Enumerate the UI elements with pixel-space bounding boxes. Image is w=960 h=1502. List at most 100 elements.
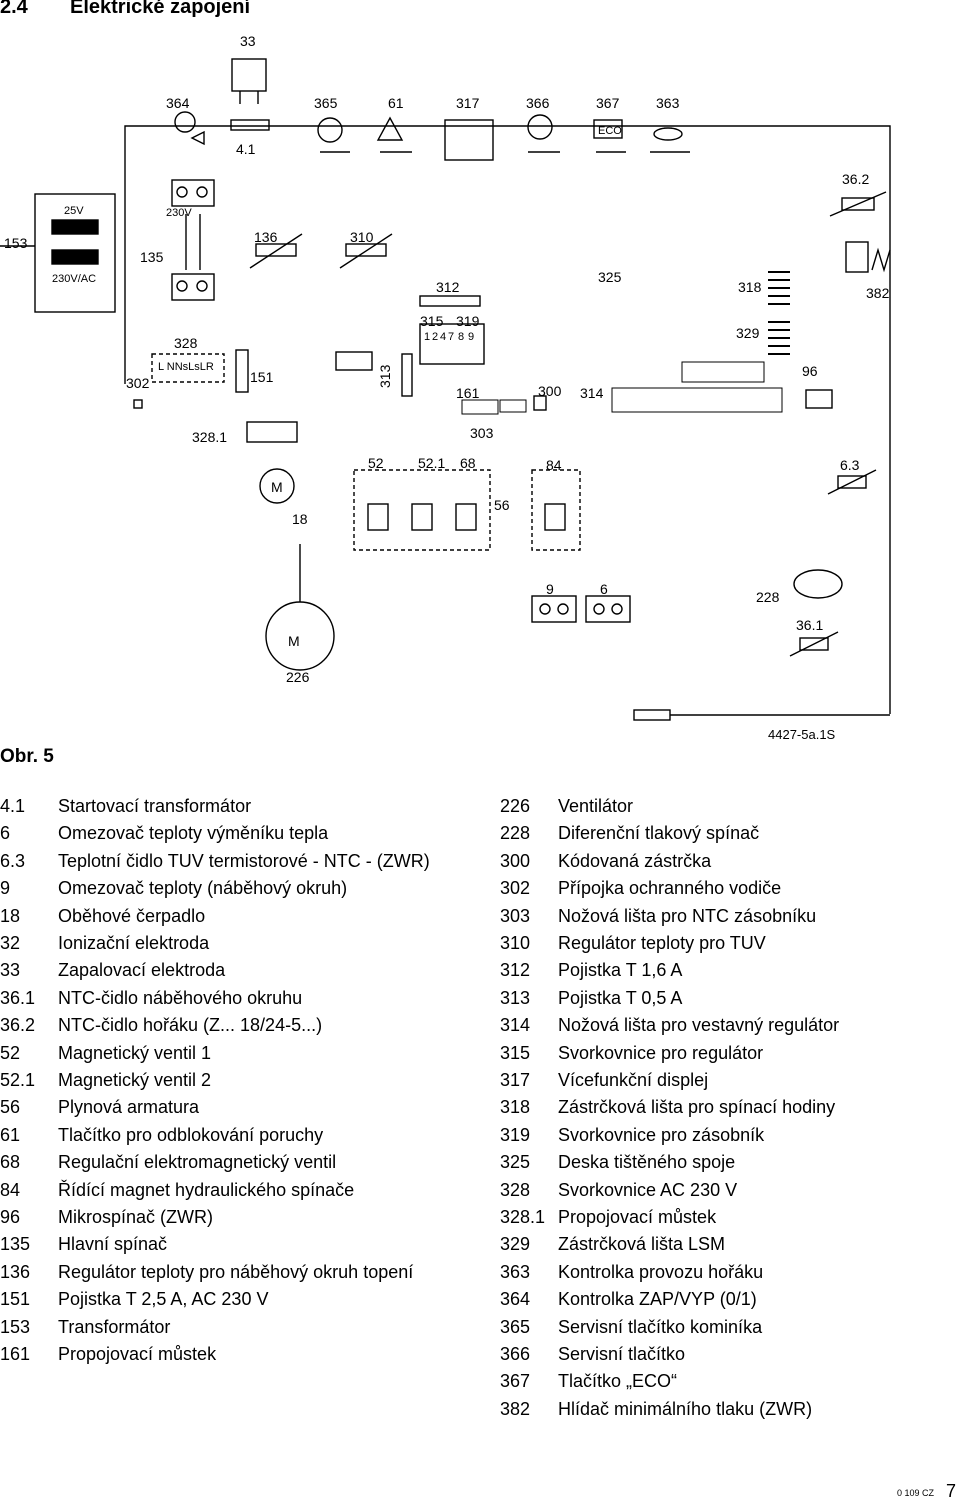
legend-item-number: 33 bbox=[0, 960, 21, 981]
label-52-1: 52.1 bbox=[418, 455, 445, 471]
label-363: 363 bbox=[656, 95, 680, 111]
legend-item-text: Regulátor teploty pro náběhový okruh top… bbox=[58, 1261, 414, 1282]
legend-item-text: Zástrčková lišta pro spínací hodiny bbox=[558, 1097, 836, 1118]
legend-item-number: 365 bbox=[500, 1316, 531, 1337]
label-33: 33 bbox=[240, 33, 256, 49]
terminal-8: 8 bbox=[458, 331, 464, 343]
label-terminal-names: L NNsLsLR bbox=[158, 361, 214, 373]
legend-item-text: Regulátor teploty pro TUV bbox=[558, 933, 766, 953]
legend-item-number: 329 bbox=[500, 1234, 531, 1255]
terminal-1: 1 bbox=[424, 331, 430, 343]
legend-item-text: Servisní tlačítko kominíka bbox=[558, 1316, 763, 1337]
label-9: 9 bbox=[546, 581, 554, 597]
label-312: 312 bbox=[436, 279, 460, 295]
legend-item-text: NTC-čidlo hořáku (Z... 18/24-5...) bbox=[58, 1015, 323, 1036]
label-230v: 230V bbox=[166, 207, 192, 219]
legend-item-number: 314 bbox=[500, 1015, 531, 1036]
label-303: 303 bbox=[470, 425, 494, 441]
legend-item-number: 318 bbox=[500, 1097, 531, 1118]
legend-item-text: Pojistka T 1,6 A bbox=[558, 960, 683, 981]
label-56: 56 bbox=[494, 497, 510, 513]
label-366: 366 bbox=[526, 95, 550, 111]
label-6-3: 6.3 bbox=[840, 457, 860, 473]
legend-item-number: 319 bbox=[500, 1124, 531, 1145]
legend-item-number: 328.1 bbox=[500, 1207, 546, 1227]
label-319: 319 bbox=[456, 313, 480, 329]
legend-item-text: Svorkovnice AC 230 V bbox=[558, 1179, 738, 1200]
label-135: 135 bbox=[140, 249, 164, 265]
label-136: 136 bbox=[254, 229, 278, 245]
legend-item-text: Diferenční tlakový spínač bbox=[558, 823, 760, 844]
legend-item-number: 52.1 bbox=[0, 1070, 36, 1090]
legend-item-number: 32 bbox=[0, 933, 21, 953]
label-6: 6 bbox=[600, 581, 608, 597]
label-68: 68 bbox=[460, 455, 476, 471]
legend-item-text: Nožová lišta pro NTC zásobníku bbox=[558, 905, 817, 926]
legend-item-number: 317 bbox=[500, 1070, 531, 1090]
legend-item-text: Pojistka T 0,5 A bbox=[558, 987, 683, 1008]
page-number: 7 bbox=[945, 1481, 956, 1501]
legend-item-number: 302 bbox=[500, 878, 531, 899]
label-302: 302 bbox=[126, 375, 150, 391]
label-eco: ECO bbox=[598, 125, 622, 137]
legend-item-text: Zástrčková lišta LSM bbox=[558, 1234, 726, 1255]
label-18: 18 bbox=[292, 511, 308, 527]
legend-item-number: 312 bbox=[500, 960, 531, 981]
legend-item-text: Propojovací můstek bbox=[558, 1207, 717, 1227]
legend-item-number: 367 bbox=[500, 1371, 531, 1392]
pump-motor-symbol: M bbox=[271, 479, 283, 495]
label-36-2: 36.2 bbox=[842, 171, 869, 187]
legend-item-number: 6.3 bbox=[0, 850, 26, 871]
legend-item-number: 151 bbox=[0, 1289, 31, 1310]
legend-item-text: Vícefunkční displej bbox=[558, 1070, 709, 1090]
legend-item-number: 56 bbox=[0, 1097, 21, 1118]
label-314: 314 bbox=[580, 385, 604, 401]
label-52: 52 bbox=[368, 455, 384, 471]
legend-item-text: Mikrospínač (ZWR) bbox=[58, 1207, 214, 1227]
legend-item-text: Servisní tlačítko bbox=[558, 1344, 686, 1364]
legend-item-number: 96 bbox=[0, 1207, 21, 1227]
label-300: 300 bbox=[538, 383, 562, 399]
legend-item-text: Propojovací můstek bbox=[58, 1344, 217, 1364]
legend-item-text: Kontrolka ZAP/VYP (0/1) bbox=[558, 1289, 757, 1310]
legend-item-text: Pojistka T 2,5 A, AC 230 V bbox=[58, 1289, 269, 1310]
legend-item-number: 300 bbox=[500, 850, 531, 871]
label-61: 61 bbox=[388, 95, 404, 111]
legend-item-text: NTC-čidlo náběhového okruhu bbox=[58, 987, 303, 1008]
legend-item-text: Regulační elektromagnetický ventil bbox=[58, 1152, 337, 1173]
top-indicators bbox=[174, 111, 690, 161]
legend-item-number: 84 bbox=[0, 1179, 21, 1200]
legend-item-number: 382 bbox=[500, 1398, 531, 1419]
legend-item-number: 363 bbox=[500, 1261, 531, 1282]
legend-item-number: 135 bbox=[0, 1234, 31, 1255]
legend-item-number: 136 bbox=[0, 1261, 31, 1282]
label-84: 84 bbox=[546, 457, 562, 473]
legend-item-text: Svorkovnice pro zásobník bbox=[558, 1124, 765, 1145]
legend-item-number: 36.2 bbox=[0, 1015, 36, 1036]
label-310: 310 bbox=[350, 229, 374, 245]
legend-item-text: Tlačítko „ECO“ bbox=[558, 1371, 678, 1392]
document-code: 0 109 CZ bbox=[896, 1488, 934, 1498]
terminal-2: 2 bbox=[432, 331, 438, 343]
legend-item-text: Řídící magnet hydraulického spínače bbox=[58, 1179, 355, 1200]
label-153: 153 bbox=[4, 235, 28, 251]
legend-item-number: 61 bbox=[0, 1124, 21, 1145]
legend-item-number: 9 bbox=[0, 878, 11, 899]
label-230v-ac: 230V/AC bbox=[52, 273, 96, 285]
label-325: 325 bbox=[598, 269, 622, 285]
figure-label: Obr. 5 bbox=[0, 746, 54, 767]
terminal-4: 4 bbox=[440, 331, 446, 343]
legend-item-text: Kontrolka provozu hořáku bbox=[558, 1261, 764, 1282]
legend-item-number: 303 bbox=[500, 905, 531, 926]
legend-item-number: 228 bbox=[500, 823, 531, 844]
legend-item-number: 36.1 bbox=[0, 987, 36, 1008]
legend-item-text: Omezovač teploty výměníku tepla bbox=[58, 823, 329, 844]
legend-item-text: Plynová armatura bbox=[58, 1097, 200, 1118]
label-328-1: 328.1 bbox=[192, 429, 227, 445]
legend-item-text: Zapalovací elektroda bbox=[58, 960, 226, 981]
label-36-1: 36.1 bbox=[796, 617, 823, 633]
terminal-7: 7 bbox=[448, 331, 454, 343]
label-367: 367 bbox=[596, 95, 620, 111]
label-161: 161 bbox=[456, 385, 480, 401]
label-382: 382 bbox=[866, 285, 890, 301]
